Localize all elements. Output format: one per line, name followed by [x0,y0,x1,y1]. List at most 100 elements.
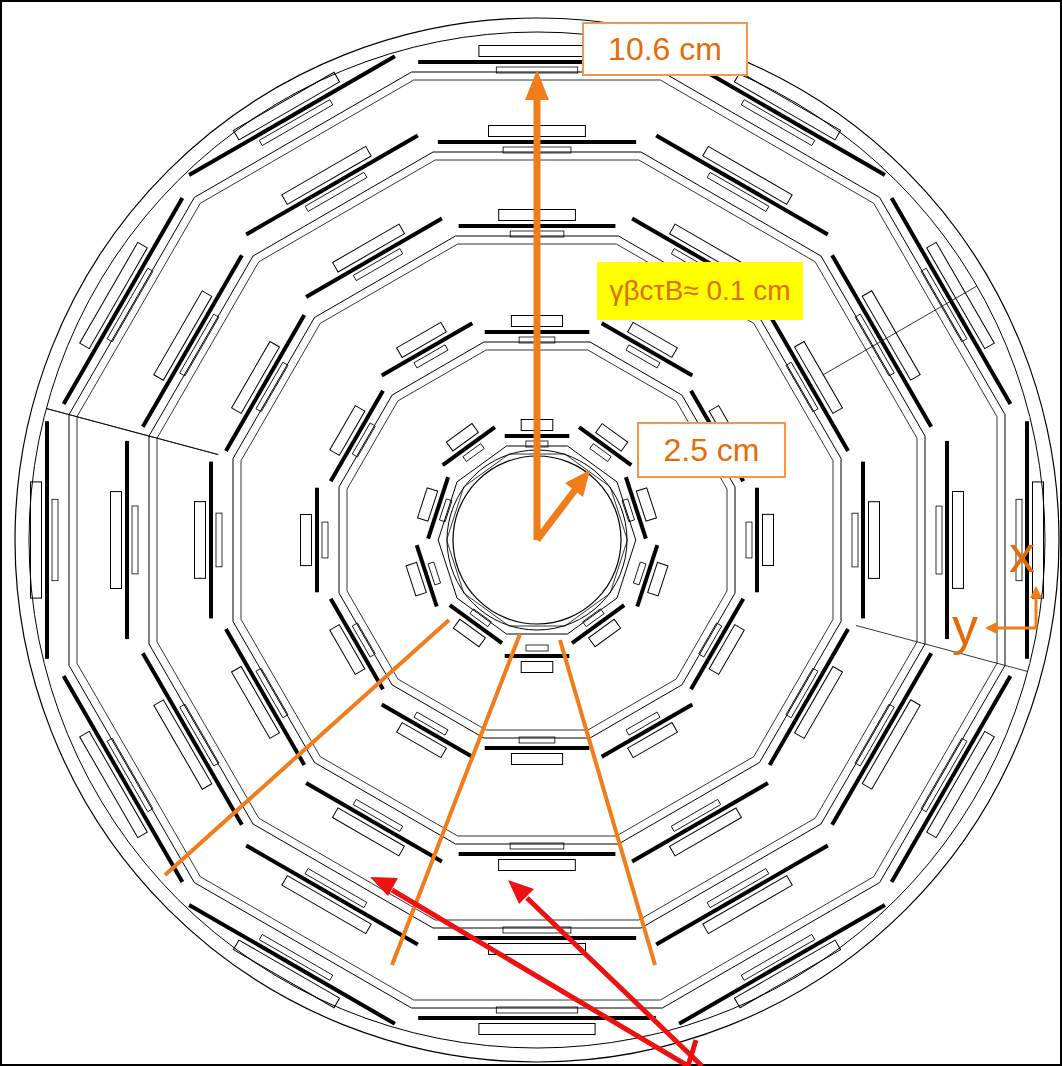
readout-module [734,72,840,140]
support-frame [77,80,997,1000]
readout-module [233,940,339,1008]
axis-head [985,622,997,634]
dimension-box: γβcτB≈ 0.1 cm [597,262,803,320]
ladder [45,421,49,659]
readout-module [406,562,426,595]
ladder [189,905,395,1024]
ladder [691,599,743,690]
ladder [209,462,213,619]
readout-module [628,322,678,357]
readout-module [636,488,656,521]
cooling-strip [510,843,564,849]
ladder [443,427,495,465]
cooling-strip [322,522,328,558]
cooling-strip [496,1007,577,1013]
ladder [626,477,646,538]
cooling-strip [707,869,769,908]
ladder [331,391,383,482]
cooling-strip [216,513,222,567]
ladder [602,704,693,756]
cooling-strip [180,704,219,766]
readout-module [330,625,365,675]
dimension-text: 10.6 cm [608,31,722,68]
cooling-strip [352,423,375,457]
ladder [143,255,242,427]
cooling-strip [852,513,858,567]
readout-module [111,492,122,589]
readout-module [795,341,843,413]
ladder [428,477,448,538]
readout-module [233,72,339,140]
cooling-strip [622,499,635,522]
dimension-text: 2.5 cm [663,432,759,469]
cooling-strip [590,444,611,462]
ladder [382,704,473,756]
readout-module [195,502,206,579]
ladder [315,488,319,593]
ladder [459,852,616,856]
readout-module [479,46,595,57]
cooling-strip [699,623,722,657]
cooling-strip [741,100,814,146]
readout-module [795,666,843,738]
axis-label: x [1009,528,1035,580]
ladder [226,629,304,765]
axis-label: y [952,600,978,652]
ladder [246,846,418,945]
cooling-strip [52,499,58,580]
ladder [637,545,657,606]
cooling-strip [352,623,375,657]
support-spoke [46,409,218,455]
cooling-strip [132,506,138,574]
ladder [505,654,570,658]
cooling-strip [746,522,752,558]
ladder [226,315,304,451]
cooling-strip [470,609,491,627]
cooling-strip [353,799,403,831]
support-frame [69,72,1005,1008]
readout-module [446,424,478,451]
readout-module [589,619,621,646]
readout-module [953,492,964,589]
cooling-strip [259,100,332,146]
readout-module [232,666,280,738]
ladder [125,441,129,639]
readout-module [301,515,312,566]
readout-module [479,1024,595,1035]
cooling-strip [786,668,818,718]
readout-module [763,514,774,565]
readout-module [709,625,744,675]
readout-module [417,488,437,521]
cooling-strip [439,499,452,522]
ladder [418,1016,656,1020]
readout-module [648,562,668,595]
readout-module [628,723,678,758]
readout-module [669,808,741,856]
cooling-strip [414,712,448,735]
readout-module [332,808,404,856]
ladder [331,599,383,690]
dimension-box: 2.5 cm [637,422,786,478]
cooling-strip [921,738,967,811]
ladder [632,783,768,861]
ladder [246,135,418,234]
readout-module [80,242,148,348]
cooling-strip [671,799,721,831]
cooling-strip [428,562,441,585]
readout-module [397,322,447,357]
ladder [450,605,502,643]
ladder [306,783,442,861]
cooling-strip [353,249,403,281]
ladder [189,56,395,175]
cooling-strip [259,934,332,980]
cooling-strip [256,362,288,412]
cooling-strip [855,704,894,766]
cooling-strip [463,444,484,462]
readout-module [333,224,405,272]
cooling-strip [107,268,153,341]
ladder [832,653,931,825]
ladder [572,605,624,643]
ladder [306,219,442,297]
support-spoke [46,409,218,455]
